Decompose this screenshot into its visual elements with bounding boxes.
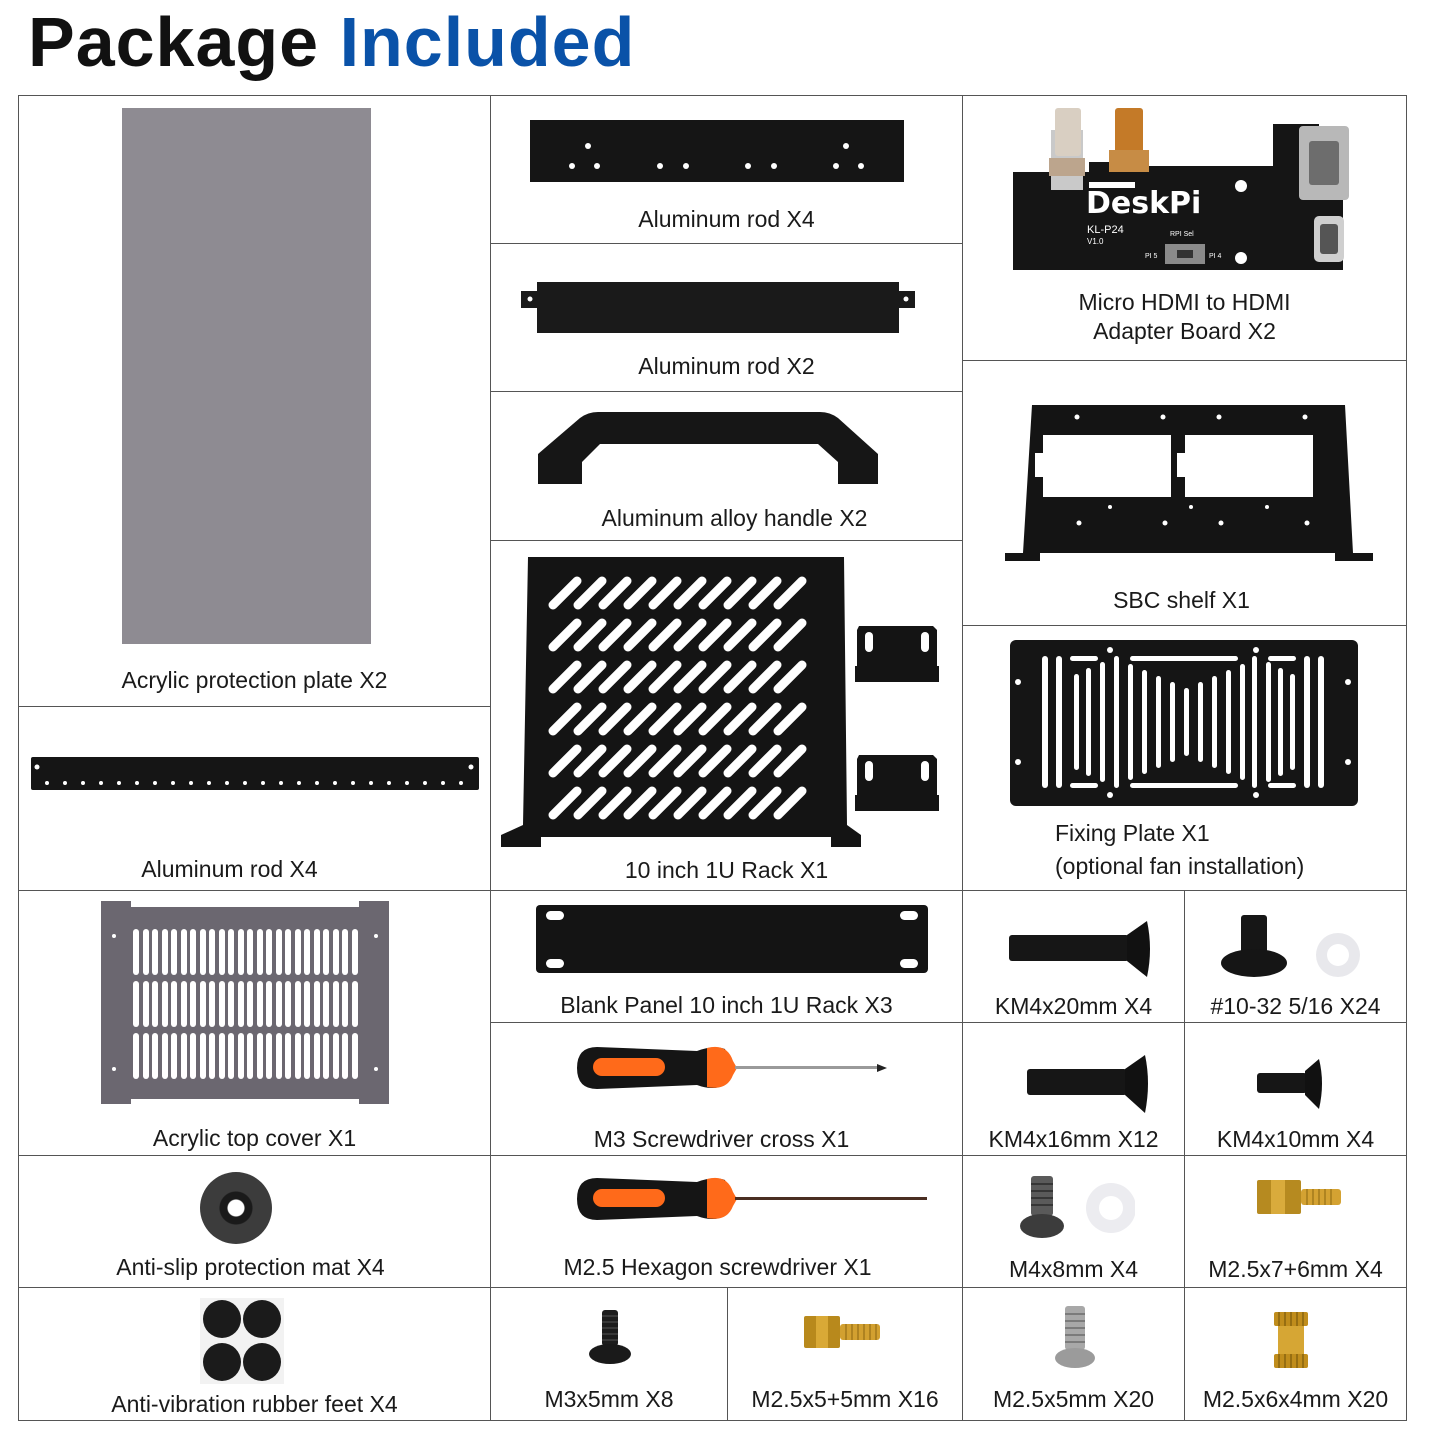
item-label: Acrylic protection plate X2 <box>121 667 388 693</box>
item-label: M2.5x6x4mm X20 <box>1202 1386 1389 1412</box>
item-label: Acrylic top cover X1 <box>152 1125 357 1151</box>
anti-slip-mat-image <box>200 1172 272 1244</box>
rod-holes-icon <box>34 764 474 785</box>
cell-handle: Aluminum alloy handle X2 <box>490 391 963 541</box>
rack-shelf-image <box>501 557 861 847</box>
cell-aluminum-rod-long: Aluminum rod X4 <box>18 706 491 891</box>
board-model: KL-P24 <box>1087 224 1124 236</box>
m25-standoff-image <box>804 1316 880 1348</box>
cell-m25x6x4: M2.5x6x4mm X20 <box>1184 1287 1407 1421</box>
board-version: V1.0 <box>1087 237 1104 246</box>
item-label: Aluminum rod X4 <box>141 856 318 882</box>
board-brand: DeskPi <box>1086 186 1202 221</box>
item-label: Aluminum rod X4 <box>638 206 815 232</box>
item-label: Anti-slip protection mat X4 <box>116 1254 385 1280</box>
cell-rubber-feet: Anti-vibration rubber feet X4 <box>18 1287 491 1421</box>
item-label: 10 inch 1U Rack X1 <box>624 857 829 883</box>
cell-km4x10: KM4x10mm X4 <box>1184 1022 1407 1156</box>
item-label: M2.5x7+6mm X4 <box>1208 1256 1383 1282</box>
cell-km4x20: KM4x20mm X4 <box>962 890 1185 1023</box>
item-label: Adapter Board X2 <box>1093 318 1276 344</box>
title-included: Included <box>339 3 636 81</box>
km4x16-screw-image <box>1027 1055 1148 1113</box>
cell-m25x5p5: M2.5x5+5mm X16 <box>727 1287 963 1421</box>
tabbed-rod-image <box>521 282 915 333</box>
acrylic-plate-image <box>122 108 371 644</box>
item-label: Anti-vibration rubber feet X4 <box>111 1391 398 1417</box>
cell-acrylic-protection-plate: Acrylic protection plate X2 <box>18 95 491 707</box>
item-label: Blank Panel 10 inch 1U Rack X3 <box>560 992 893 1018</box>
sbc-shelf-image <box>1005 405 1373 561</box>
short-rod-image <box>530 120 904 182</box>
item-label: KM4x16mm X12 <box>988 1126 1159 1152</box>
hdmi-adapter-board-image: DeskPi KL-P24 V1.0 RPI Sel PI 5 PI 4 <box>1009 106 1349 272</box>
top-cover-image <box>101 901 391 1106</box>
item-label: Aluminum rod X2 <box>638 353 815 379</box>
cell-km4x16: KM4x16mm X12 <box>962 1022 1185 1156</box>
cross-screwdriver-image <box>577 1046 887 1089</box>
cell-m3x5: M3x5mm X8 <box>490 1287 728 1421</box>
cell-sbc-shelf: SBC shelf X1 <box>962 360 1407 626</box>
item-label: #10-32 5/16 X24 <box>1210 993 1381 1019</box>
m25-standoff-long-image <box>1257 1180 1341 1214</box>
cell-hex-screwdriver: M2.5 Hexagon screwdriver X1 <box>490 1155 963 1288</box>
item-label: SBC shelf X1 <box>1113 587 1250 613</box>
cell-blank-panel: Blank Panel 10 inch 1U Rack X3 <box>490 890 963 1023</box>
rack-bracket-bottom-image <box>855 755 939 811</box>
vented-cover-icon <box>101 901 389 1104</box>
item-label: Fixing Plate X1 <box>1055 820 1210 846</box>
board-switch-label: RPI Sel <box>1170 231 1194 238</box>
cell-acrylic-top-cover: Acrylic top cover X1 <box>18 890 491 1156</box>
item-label: M2.5x5mm X20 <box>992 1386 1155 1412</box>
item-label: KM4x10mm X4 <box>1216 1126 1375 1152</box>
cell-hdmi-adapter: DeskPi KL-P24 V1.0 RPI Sel PI 5 PI 4 Mic… <box>962 95 1407 361</box>
item-label: M2.5x5+5mm X16 <box>751 1386 939 1412</box>
cell-m25x7p6: M2.5x7+6mm X4 <box>1184 1155 1407 1288</box>
cell-m4x8: M4x8mm X4 <box>962 1155 1185 1288</box>
m3x5-screw-image <box>589 1310 631 1364</box>
rubber-feet-image <box>200 1298 284 1384</box>
blank-panel-image <box>536 905 928 973</box>
cell-m25x5: M2.5x5mm X20 <box>962 1287 1185 1421</box>
rod-holes-icon <box>569 143 864 169</box>
cell-rack: 10 inch 1U Rack X1 <box>490 540 963 891</box>
hex-screwdriver-image <box>577 1177 927 1220</box>
item-label: M2.5 Hexagon screwdriver X1 <box>563 1254 872 1280</box>
m4x8-screw-image <box>1020 1176 1135 1238</box>
item-label: Micro HDMI to HDMI <box>1078 289 1291 315</box>
long-rod-image <box>31 757 479 790</box>
m25x5-screw-image <box>1055 1306 1095 1368</box>
cell-screw-10-32: #10-32 5/16 X24 <box>1184 890 1407 1023</box>
km4x20-screw-image <box>1009 921 1150 977</box>
item-label: KM4x20mm X4 <box>994 993 1153 1019</box>
screw-10-32-image <box>1221 915 1360 977</box>
item-label: (optional fan installation) <box>1055 853 1305 879</box>
item-label: M4x8mm X4 <box>1008 1256 1139 1282</box>
item-label: M3x5mm X8 <box>544 1386 674 1412</box>
cell-anti-slip-mat: Anti-slip protection mat X4 <box>18 1155 491 1288</box>
pcb-icon <box>1013 108 1349 270</box>
board-pi5-label: PI 5 <box>1145 253 1158 260</box>
rubber-feet-icon <box>203 1300 281 1381</box>
title-package: Package <box>28 3 320 81</box>
board-pi4-label: PI 4 <box>1209 253 1222 260</box>
cell-m3-screwdriver: M3 Screwdriver cross X1 <box>490 1022 963 1156</box>
item-label: Aluminum alloy handle X2 <box>601 505 868 531</box>
handle-image <box>538 412 878 484</box>
rack-bracket-top-image <box>855 626 939 682</box>
item-label: M3 Screwdriver cross X1 <box>593 1126 850 1152</box>
km4x10-screw-image <box>1257 1059 1322 1109</box>
cell-aluminum-rod-short: Aluminum rod X4 <box>490 95 963 244</box>
brass-insert-image <box>1274 1312 1308 1368</box>
cell-fixing-plate: Fixing Plate X1 (optional fan installati… <box>962 625 1407 891</box>
cell-aluminum-rod-tabs: Aluminum rod X2 <box>490 243 963 392</box>
fixing-plate-image <box>1010 640 1358 806</box>
page-title: Package Included <box>28 2 635 82</box>
